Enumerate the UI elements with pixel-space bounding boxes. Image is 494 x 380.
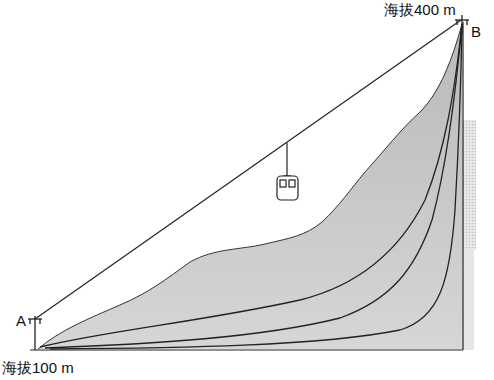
shade-band bbox=[462, 250, 474, 350]
point-label: A bbox=[16, 313, 26, 330]
slope-curve bbox=[45, 24, 462, 348]
vertical-line bbox=[462, 22, 463, 350]
ridge-line bbox=[38, 24, 462, 349]
altitude-label: 海拔400 m bbox=[384, 2, 456, 19]
cable-car bbox=[277, 143, 298, 200]
slope-curve bbox=[50, 24, 462, 349]
mountain bbox=[38, 24, 462, 349]
pole-b bbox=[455, 15, 469, 34]
point-label: B bbox=[471, 24, 481, 41]
pole-a bbox=[28, 316, 42, 350]
slope-curve bbox=[40, 24, 462, 347]
shade-band bbox=[462, 120, 476, 250]
altitude-label: 海拔100 m bbox=[2, 360, 74, 377]
ground-line bbox=[30, 349, 463, 350]
cable bbox=[35, 20, 461, 319]
